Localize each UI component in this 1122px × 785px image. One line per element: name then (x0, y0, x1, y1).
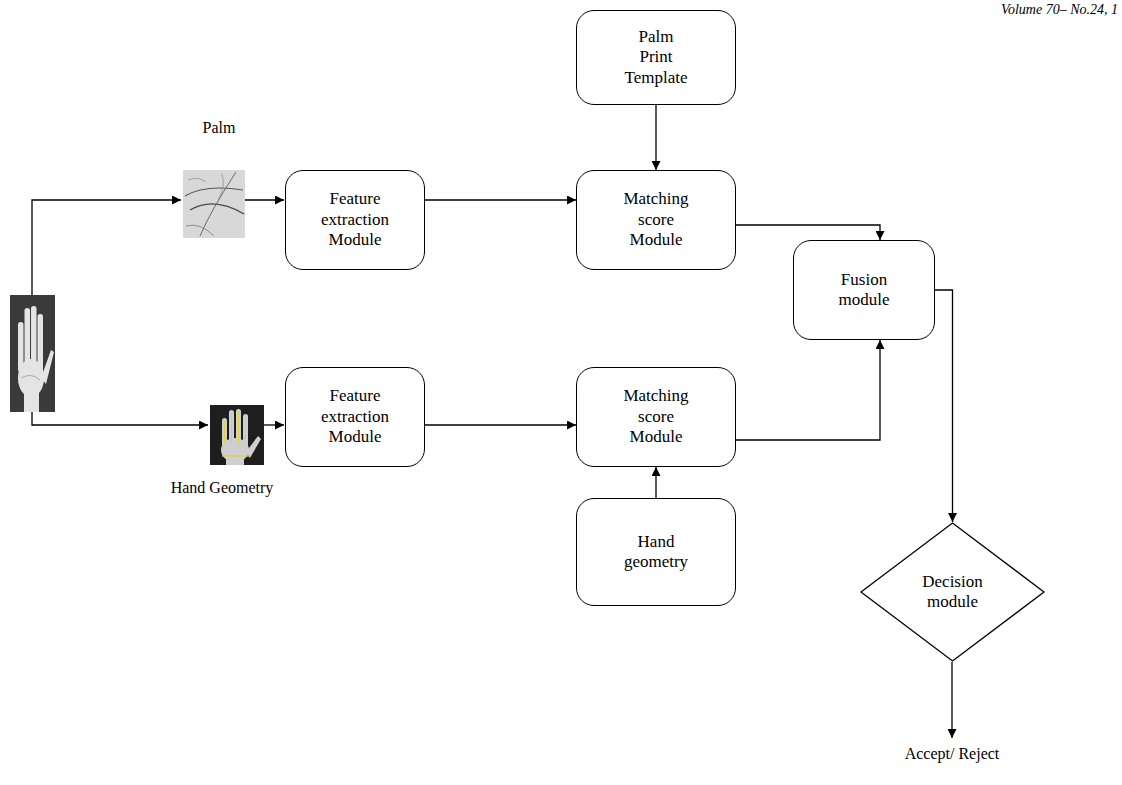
node-text: Feature extraction Module (315, 189, 395, 250)
connector-arrow (655, 467, 656, 498)
connector-arrow (425, 424, 576, 425)
palm-print-image (183, 170, 245, 238)
template-box: Hand geometry (576, 498, 736, 606)
diamond-outline (861, 523, 1044, 661)
split-arrow (32, 412, 208, 425)
decision-diamond: Decision module (860, 522, 1045, 662)
connector-arrow (655, 105, 656, 170)
image-label: Hand Geometry (171, 478, 274, 497)
process-box: Matching score Module (576, 170, 736, 270)
process-box: Feature extraction Module (285, 367, 425, 467)
node-text: Fusion module (832, 270, 896, 311)
connector-layer (425, 105, 953, 522)
output-label: Accept/ Reject (905, 744, 1000, 763)
node-text: Feature extraction Module (315, 386, 395, 447)
process-box: Fusion module (793, 240, 935, 340)
node-text: Palm Print Template (620, 27, 692, 88)
process-box: Feature extraction Module (285, 170, 425, 270)
input-arrow (264, 424, 284, 425)
process-box: Matching score Module (576, 367, 736, 467)
page-header: Volume 70– No.24, 1 (1001, 2, 1118, 19)
input-arrow (245, 199, 284, 200)
node-text: Hand geometry (616, 532, 696, 573)
node-text: Matching score Module (616, 189, 696, 250)
node-text: Matching score Module (616, 386, 696, 447)
leader-arrows (32, 200, 952, 738)
connector-arrow (736, 340, 880, 440)
output-arrow (951, 662, 952, 738)
hand-geometry-image (210, 405, 264, 465)
node-text: Decision module (917, 572, 989, 613)
connector-arrow (425, 199, 576, 200)
template-box: Palm Print Template (576, 10, 736, 105)
connector-arrow (736, 225, 880, 240)
hand-photo (10, 295, 55, 412)
image-label: Palm (203, 118, 236, 137)
split-arrow (32, 200, 181, 295)
connector-arrow (935, 290, 953, 522)
